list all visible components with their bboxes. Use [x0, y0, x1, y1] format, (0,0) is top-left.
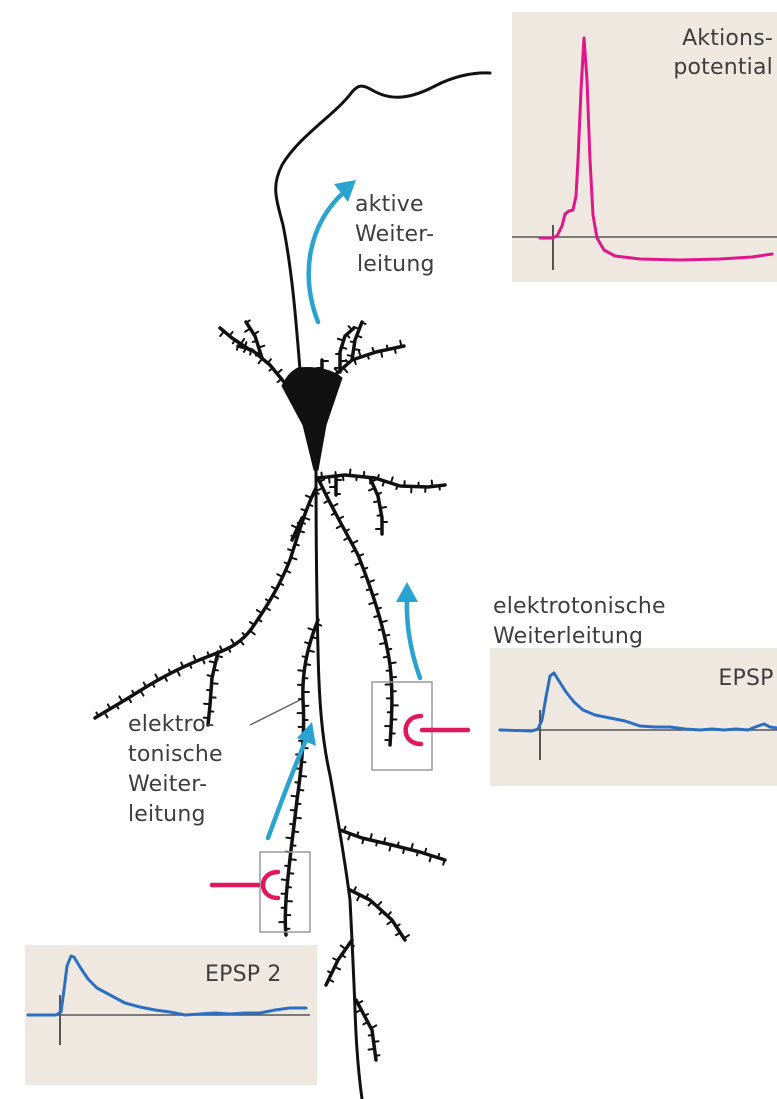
neuron-soma — [282, 367, 342, 470]
label-electrotonic-left-line3: Weiter- — [128, 770, 207, 799]
label-electrotonic-left-line1: elektro- — [128, 710, 215, 739]
dendritic-spines — [279, 624, 321, 929]
label-electrotonic-right-line2: Weiterleitung — [493, 622, 643, 651]
dendrite-bottom-right — [356, 1000, 376, 1060]
label-action-potential-line2: potential — [673, 53, 773, 82]
dendritic-spines — [96, 492, 318, 718]
dendritic-spines — [317, 480, 398, 741]
dendrite-lower-left — [326, 940, 352, 985]
dendrite-left-long — [95, 488, 316, 718]
arrow-electrotonic-right-head — [396, 582, 418, 602]
label-electrotonic-right-line1: elektrotonische — [493, 592, 666, 621]
label-electrotonic-left-line4: leitung — [128, 800, 206, 829]
synapse-icon-right — [406, 716, 421, 744]
label-epsp2: EPSP 2 — [205, 960, 282, 989]
arrow-electrotonic-right — [407, 598, 420, 678]
dendrite-right-top-branch — [370, 478, 382, 534]
label-active-conduction-line2: Weiter- — [355, 220, 434, 249]
label-action-potential-line1: Aktions- — [682, 24, 773, 53]
label-electrotonic-left-line2: tonische — [128, 740, 223, 769]
dendrite-lower-right — [340, 830, 445, 860]
apical-trunk — [316, 468, 362, 1099]
label-active-conduction-line3: leitung — [357, 250, 435, 279]
label-active-conduction-line1: aktive — [355, 190, 424, 219]
label-epsp1: EPSP 1 — [718, 664, 777, 693]
arrow-active-conduction — [309, 192, 344, 322]
label-leader-line — [250, 700, 300, 725]
synapse-icon-left — [263, 872, 278, 898]
synapse-box-right — [372, 682, 432, 770]
